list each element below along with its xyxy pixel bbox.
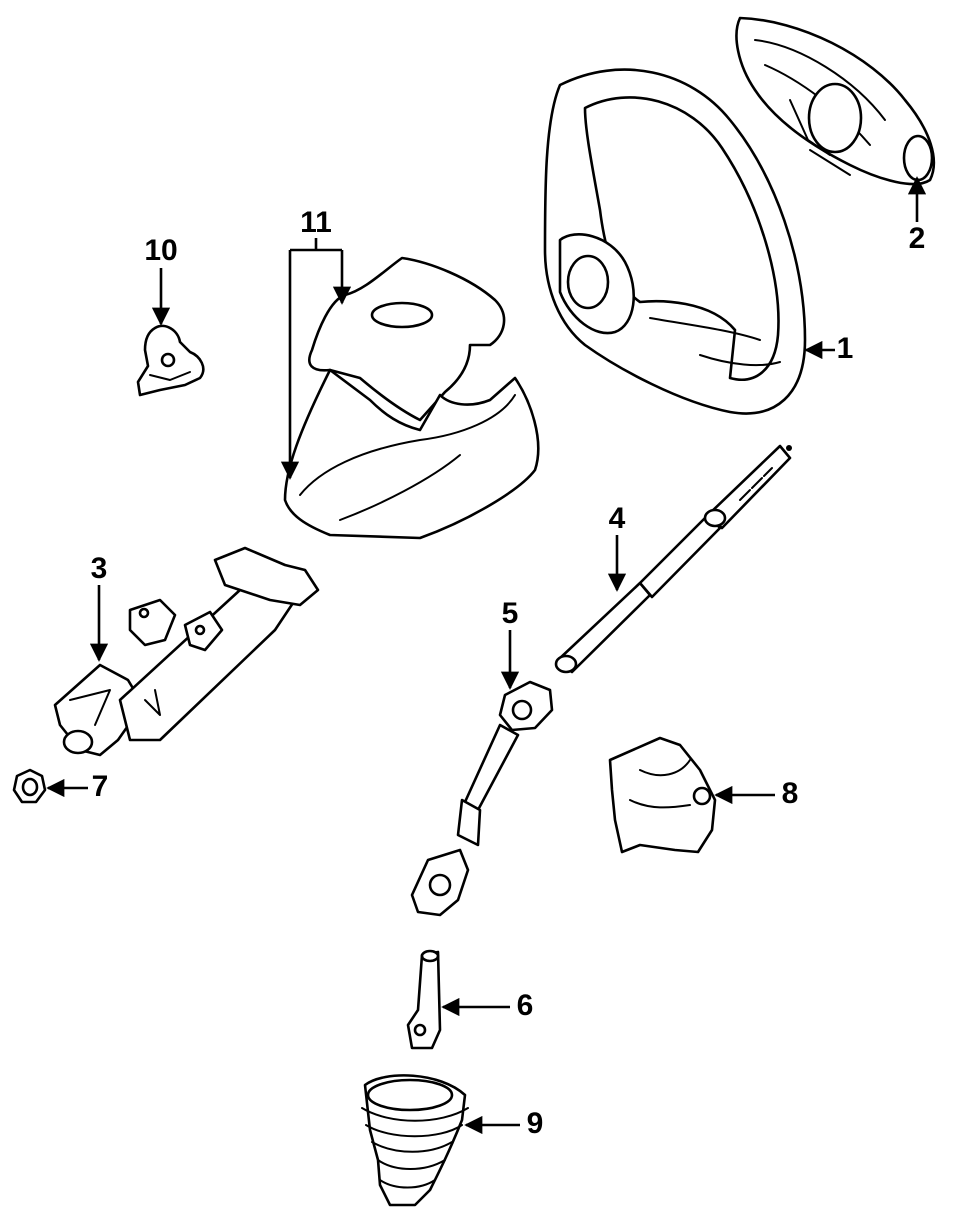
callout-3: 3 xyxy=(91,552,108,585)
callout-2: 2 xyxy=(909,222,926,255)
callout-6: 6 xyxy=(517,989,534,1022)
callout-1: 1 xyxy=(837,332,854,365)
part-lower-shaft xyxy=(406,949,442,1050)
part-airbag-module xyxy=(735,16,936,186)
callout-5: 5 xyxy=(502,597,519,630)
part-steering-wheel xyxy=(543,68,807,415)
leader-11 xyxy=(280,238,352,480)
callout-7: 7 xyxy=(92,770,109,803)
callout-10: 10 xyxy=(144,234,177,267)
part-column-shroud xyxy=(283,256,540,540)
callout-4: 4 xyxy=(609,502,626,535)
part-bracket xyxy=(136,324,205,397)
part-column-cover xyxy=(608,736,717,854)
callout-8: 8 xyxy=(782,777,799,810)
part-steering-column xyxy=(53,546,320,757)
part-intermediate-shaft xyxy=(554,444,792,674)
part-nut xyxy=(12,768,47,804)
callout-9: 9 xyxy=(527,1107,544,1140)
part-dust-boot xyxy=(361,1074,469,1207)
callout-11: 11 xyxy=(300,206,332,239)
part-universal-joint xyxy=(410,680,554,917)
